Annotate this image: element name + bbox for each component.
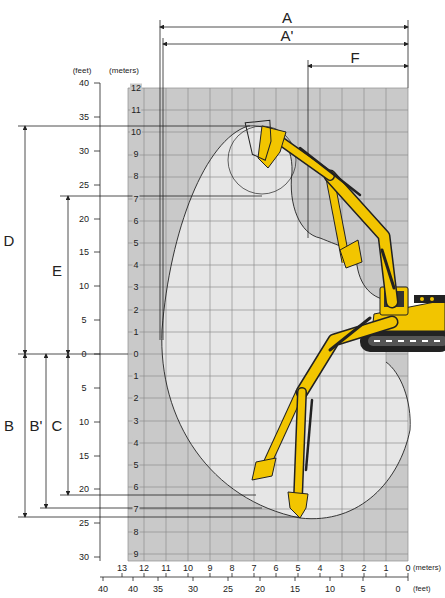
feet-tick-label: 15 xyxy=(290,585,300,594)
meter-tick-label: 11 xyxy=(161,564,170,573)
feet-tick-label: 30 xyxy=(79,146,89,155)
feet-tick-label: 35 xyxy=(153,585,163,594)
feet-tick-label: 0 xyxy=(395,585,400,594)
dimension-letter: A' xyxy=(281,28,294,43)
unit-label: (meters) xyxy=(109,67,139,75)
meter-tick-label: 13 xyxy=(117,564,127,573)
meter-tick-label: 2 xyxy=(132,305,139,314)
feet-tick-label: 30 xyxy=(188,585,198,594)
meter-tick-label: 9 xyxy=(207,564,212,573)
meter-tick-label: 6 xyxy=(273,564,278,573)
meter-tick-label: 12 xyxy=(130,83,142,92)
feet-tick-label: 5 xyxy=(360,585,365,594)
feet-tick-label: 40 xyxy=(79,79,89,88)
dimension-letter: F xyxy=(350,50,359,65)
feet-tick-label: 5 xyxy=(81,316,86,325)
meter-tick-label: 1 xyxy=(383,564,388,573)
dimension-letter: E xyxy=(52,263,62,278)
meter-tick-label: 5 xyxy=(295,564,300,573)
meter-tick-label: 2 xyxy=(361,564,366,573)
feet-tick-label: 10 xyxy=(325,585,335,594)
meter-tick-label: 1 xyxy=(132,327,139,336)
dimension-letter: B' xyxy=(30,418,43,433)
meter-tick-label: 11 xyxy=(130,105,141,114)
feet-tick-label: 20 xyxy=(79,485,89,494)
meter-tick-label: 9 xyxy=(132,549,139,558)
feet-tick-label: 10 xyxy=(79,417,89,426)
meter-tick-label: 0 xyxy=(405,564,410,573)
feet-tick-label: 35 xyxy=(79,113,89,122)
meter-tick-label: 12 xyxy=(139,564,149,573)
meter-tick-label: 7 xyxy=(251,564,256,573)
meter-tick-label: 7 xyxy=(132,194,139,203)
dimension-letter: C xyxy=(52,418,63,433)
feet-tick-label: 25 xyxy=(223,585,233,594)
feet-tick-label: 10 xyxy=(79,282,89,291)
meter-tick-label: 4 xyxy=(132,261,139,270)
meter-tick-label: 3 xyxy=(339,564,344,573)
feet-tick-label: 0 xyxy=(81,350,86,359)
meter-tick-label: 2 xyxy=(132,394,139,403)
feet-tick-label: 30 xyxy=(79,553,89,562)
feet-tick-label: 15 xyxy=(79,451,89,460)
dimension-letter: B xyxy=(4,418,14,433)
dimension-letter: A xyxy=(282,10,292,25)
feet-tick-label: 25 xyxy=(79,519,89,528)
meter-tick-label: 5 xyxy=(132,239,139,248)
meter-tick-label: 5 xyxy=(132,461,139,470)
feet-tick-label: 5 xyxy=(81,383,86,392)
meter-tick-label: 10 xyxy=(130,128,142,137)
feet-tick-label: 40 xyxy=(128,585,138,594)
meter-tick-label: 1 xyxy=(132,372,139,381)
feet-tick-label: 20 xyxy=(255,585,265,594)
meter-tick-label: 9 xyxy=(132,150,139,159)
meter-tick-label: 10 xyxy=(183,564,193,573)
meter-tick-label: 8 xyxy=(229,564,234,573)
feet-tick-label: 15 xyxy=(79,248,89,257)
meter-tick-label: 8 xyxy=(132,527,139,536)
meter-tick-label: 3 xyxy=(132,283,139,292)
meter-tick-label: 4 xyxy=(132,438,139,447)
feet-tick-label: 25 xyxy=(79,180,89,189)
meter-tick-label: 0 xyxy=(132,350,139,359)
feet-tick-label: 20 xyxy=(79,214,89,223)
meter-tick-label: 4 xyxy=(317,564,322,573)
unit-label: (feet) xyxy=(413,585,431,593)
meter-tick-label: 3 xyxy=(132,416,139,425)
meter-tick-label: 6 xyxy=(132,483,139,492)
feet-tick-label: 40 xyxy=(98,585,108,594)
meter-tick-label: 7 xyxy=(132,505,139,514)
unit-label: (feet) xyxy=(73,67,92,75)
meter-tick-label: 8 xyxy=(132,172,139,181)
dimension-letter: D xyxy=(4,233,15,248)
meter-tick-label: 6 xyxy=(132,216,139,225)
unit-label: (meters) xyxy=(413,564,441,572)
